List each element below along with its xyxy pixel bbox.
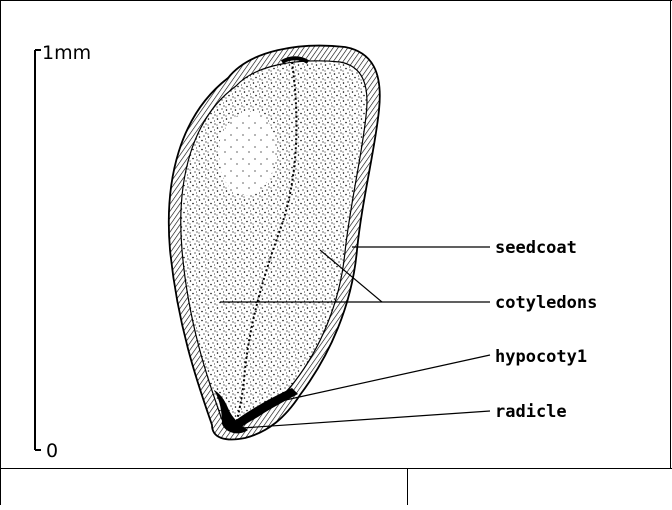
label-hypocotyl: hypocoty1 [495,347,587,367]
label-seedcoat: seedcoat [495,238,577,258]
label-cotyledons: cotyledons [495,293,597,313]
scale-bar: 1mm 0 [35,42,91,462]
scale-top-label: 1mm [42,42,91,64]
cotyledons-body [181,61,367,426]
scale-bottom-label: 0 [46,440,58,462]
label-radicle: radicle [495,402,567,422]
